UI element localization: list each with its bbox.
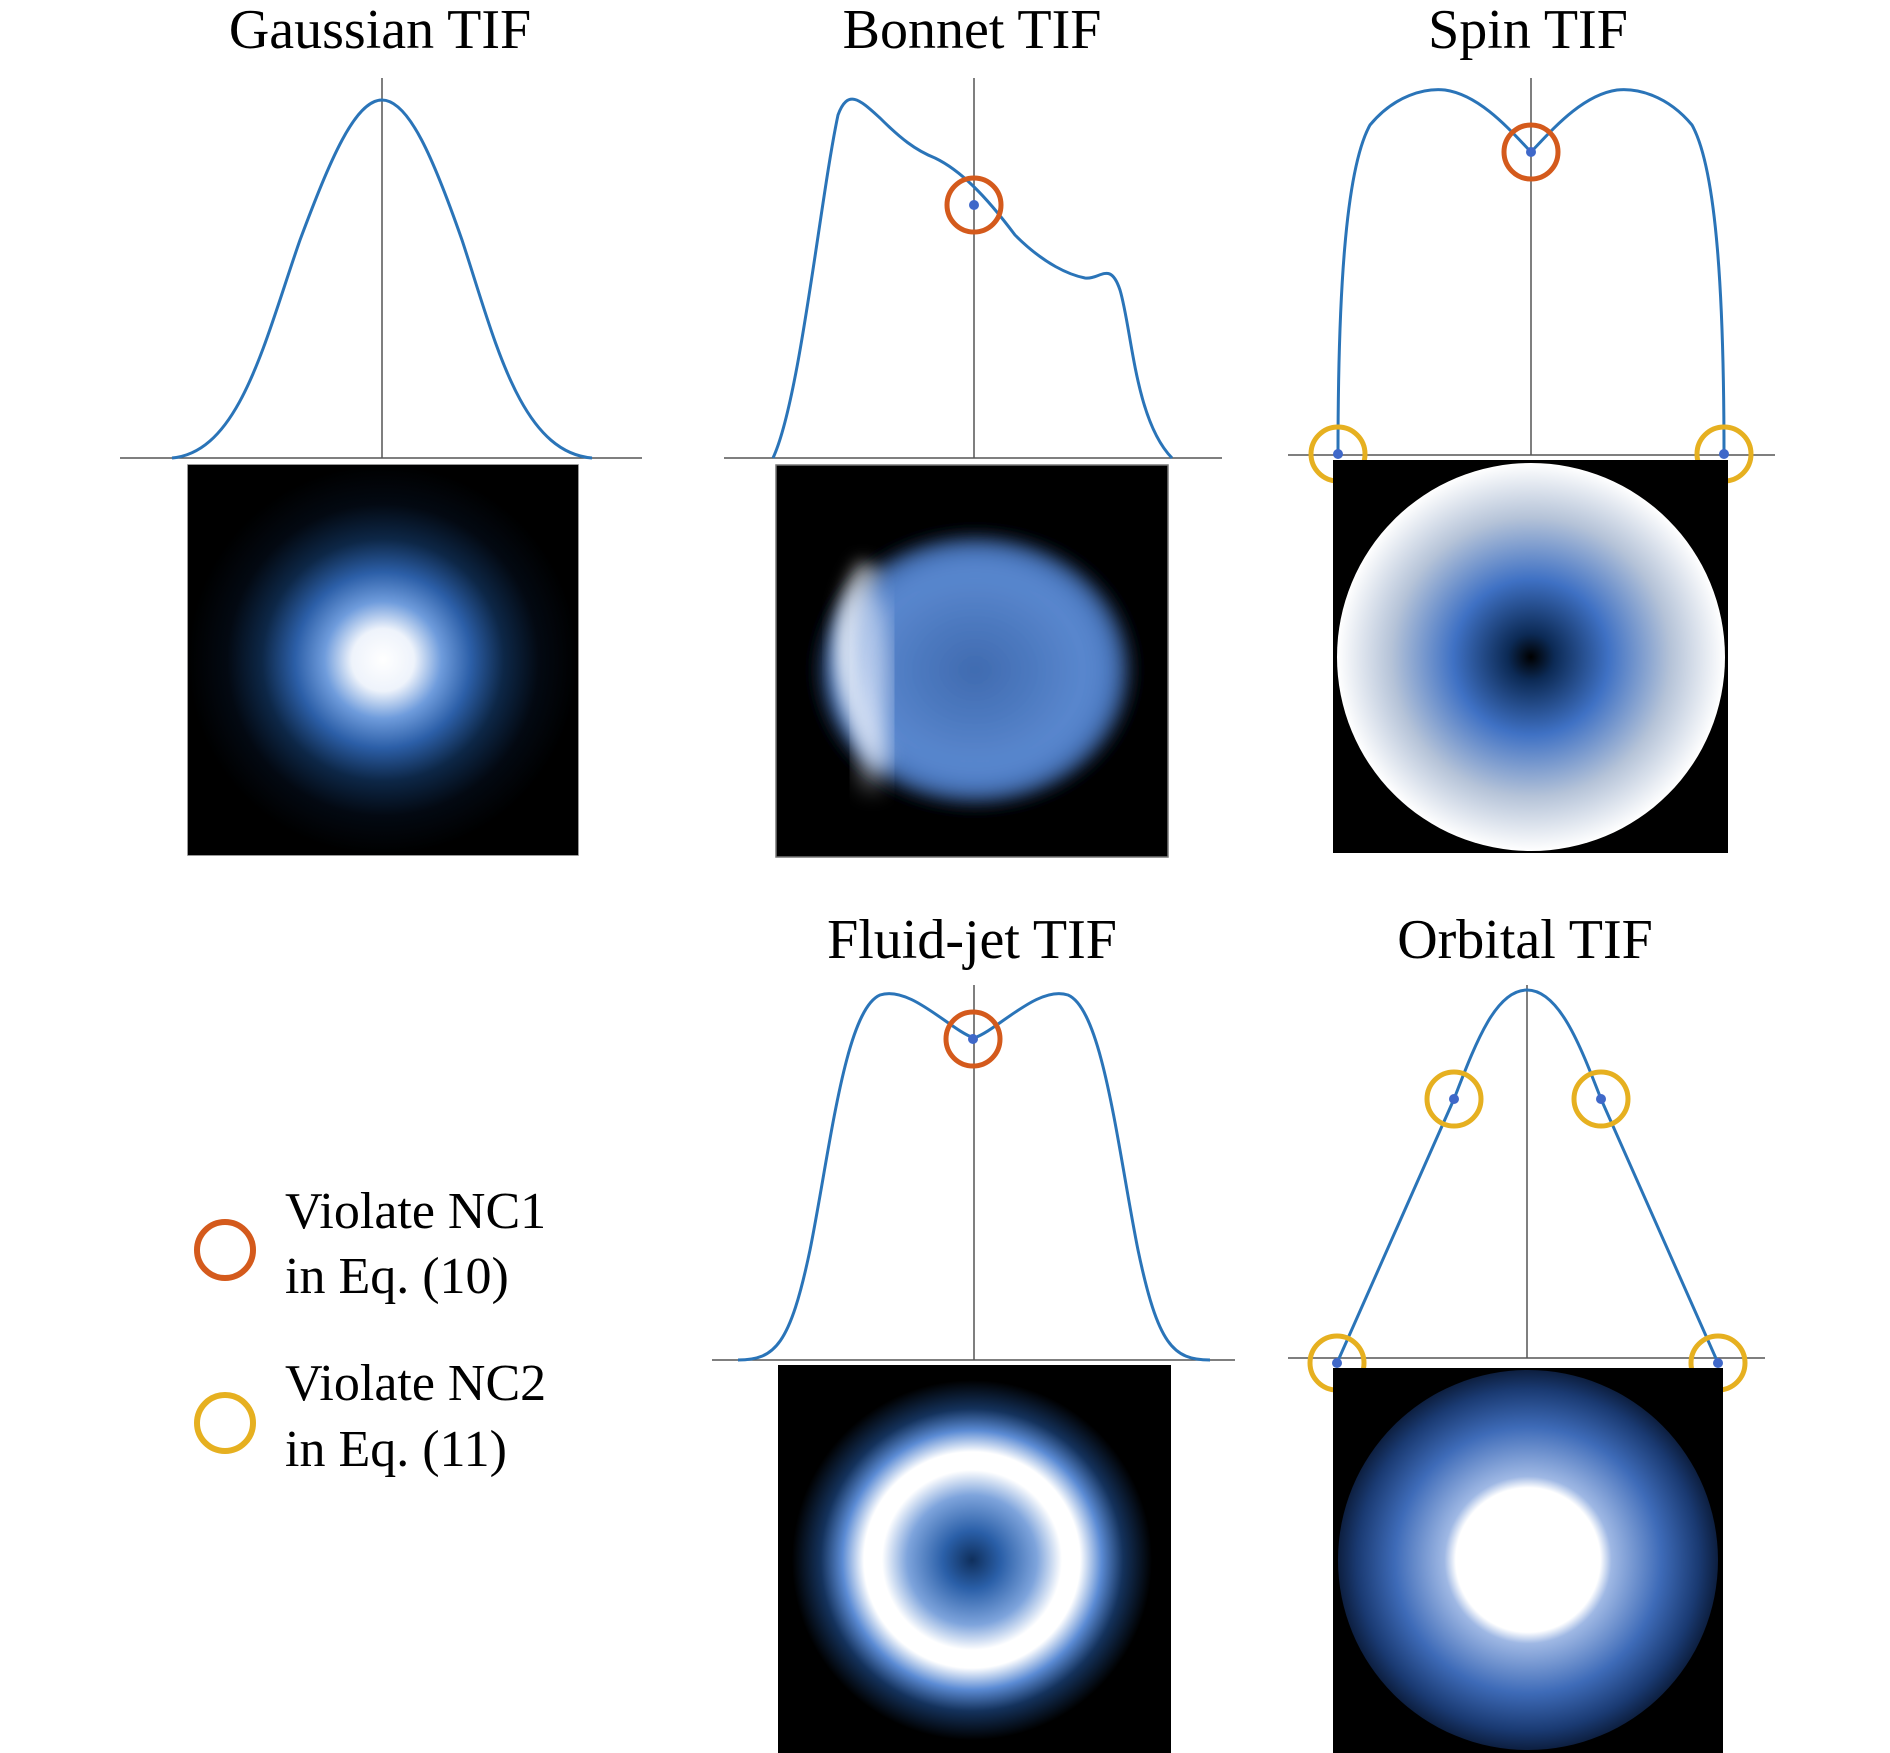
- tif-image-bonnet: [775, 464, 1169, 858]
- nc1-ring-icon: [194, 1219, 256, 1281]
- legend-item-nc2: Violate NC2 in Eq. (11): [194, 1355, 546, 1478]
- tif-image-fluidjet: [778, 1365, 1171, 1753]
- nc1-violation-marker: [1501, 122, 1561, 182]
- tif-image-gaussian: [187, 464, 579, 856]
- panel-title-fluidjet: Fluid-jet TIF: [827, 909, 1117, 971]
- nc2-violation-marker: [1424, 1069, 1484, 1129]
- legend-nc2-line2: in Eq. (11): [285, 1421, 507, 1478]
- profile-plot-fluidjet: [712, 985, 1235, 1362]
- tif-image-spin: [1333, 460, 1728, 853]
- profile-curve-gaussian: [171, 98, 593, 460]
- legend: Violate NC1 in Eq. (10) Violate NC2 in E…: [194, 1183, 546, 1478]
- profile-curve-bonnet: [771, 97, 1174, 460]
- nc2-ring-icon: [194, 1392, 256, 1454]
- panel-bonnet: Bonnet TIF: [724, 0, 1222, 858]
- panel-spin: Spin TIF: [1288, 0, 1775, 853]
- panel-title-spin: Spin TIF: [1428, 0, 1628, 61]
- panel-title-bonnet: Bonnet TIF: [843, 0, 1102, 61]
- tif-image-orbital: [1333, 1368, 1723, 1753]
- profile-plot-spin: [1288, 78, 1775, 484]
- legend-nc1-line1: Violate NC1: [285, 1183, 546, 1240]
- legend-item-nc1: Violate NC1 in Eq. (10): [194, 1183, 546, 1305]
- nc1-violation-marker: [944, 175, 1004, 235]
- legend-nc1-line2: in Eq. (10): [285, 1248, 509, 1305]
- profile-plot-gaussian: [120, 78, 642, 460]
- panel-fluidjet: Fluid-jet TIF: [712, 909, 1235, 1753]
- panel-title-gaussian: Gaussian TIF: [229, 0, 531, 61]
- nc2-violation-marker: [1571, 1069, 1631, 1129]
- panel-gaussian: Gaussian TIF: [120, 0, 642, 856]
- profile-curve-orbital: [1335, 988, 1720, 1364]
- panel-title-orbital: Orbital TIF: [1397, 909, 1653, 971]
- panel-orbital: Orbital TIF: [1288, 909, 1765, 1753]
- nc1-violation-marker: [943, 1009, 1003, 1069]
- profile-plot-orbital: [1288, 985, 1765, 1393]
- legend-nc2-line1: Violate NC2: [285, 1355, 546, 1412]
- profile-plot-bonnet: [724, 78, 1222, 460]
